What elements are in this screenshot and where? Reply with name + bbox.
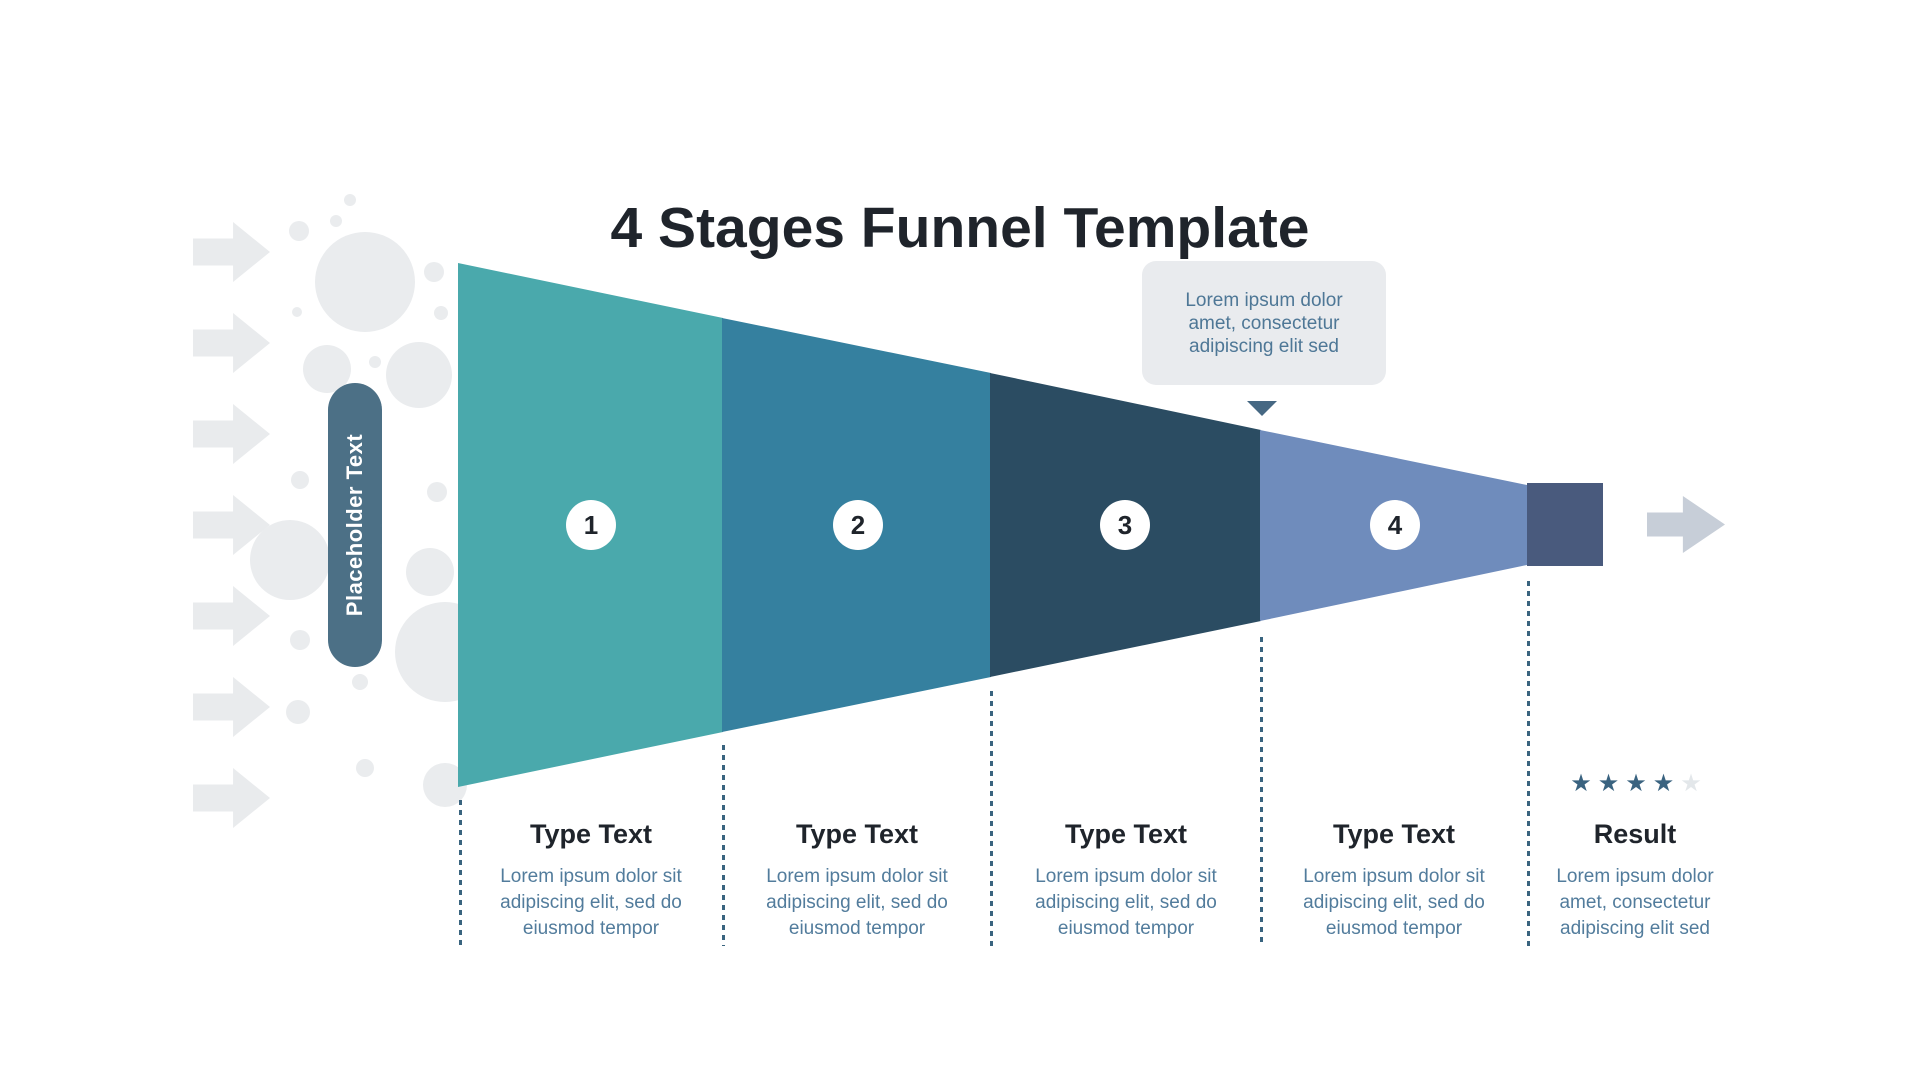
dotted-separator-4 xyxy=(1260,637,1263,946)
decor-circle xyxy=(315,232,415,332)
decor-circle xyxy=(356,759,374,777)
star-filled-icon: ★ xyxy=(1570,770,1592,797)
callout-bubble[interactable]: Lorem ipsum dolor amet, consectetur adip… xyxy=(1142,261,1386,385)
decor-circle xyxy=(427,482,447,502)
stage-number-badge-3[interactable]: 3 xyxy=(1100,500,1150,550)
star-filled-icon: ★ xyxy=(1597,770,1620,797)
callout-text: Lorem ipsum dolor amet, consectetur adip… xyxy=(1185,289,1343,357)
star-filled-icon: ★ xyxy=(1652,770,1675,797)
stage-1-label[interactable]: Type Text xyxy=(529,819,653,849)
star-rating[interactable]: ★★★★★ xyxy=(1556,772,1716,796)
side-label-text: Placeholder Text xyxy=(342,433,367,617)
star-empty-icon: ★ xyxy=(1680,770,1702,797)
decor-circle xyxy=(424,262,444,282)
stage-number-badge-4[interactable]: 4 xyxy=(1370,500,1420,550)
stage-number-4: 4 xyxy=(1387,509,1403,540)
decor-circle xyxy=(434,306,448,320)
stage-column-4: Type Text Lorem ipsum dolor sit adipisci… xyxy=(1274,818,1514,942)
decor-circle xyxy=(286,700,310,724)
stage-number-2: 2 xyxy=(850,509,866,540)
dotted-separator-3 xyxy=(990,691,993,946)
dotted-separator-2 xyxy=(722,745,725,946)
decor-circle xyxy=(289,221,309,241)
stage-number-badge-2[interactable]: 2 xyxy=(833,500,883,550)
funnel-endcap[interactable] xyxy=(1527,483,1603,566)
stage-2-description[interactable]: Lorem ipsum dolor sit adipiscing elit, s… xyxy=(766,866,948,939)
result-column: Result Lorem ipsum dolor amet, consectet… xyxy=(1515,818,1755,942)
decor-circle xyxy=(344,194,356,206)
decor-circle xyxy=(406,548,454,596)
stage-3-description[interactable]: Lorem ipsum dolor sit adipiscing elit, s… xyxy=(1035,866,1217,939)
decor-circle xyxy=(369,356,381,368)
star-filled-icon: ★ xyxy=(1625,770,1647,797)
page-title[interactable]: 4 Stages Funnel Template xyxy=(610,196,1310,261)
stage-column-1: Type Text Lorem ipsum dolor sit adipisci… xyxy=(471,818,711,942)
stage-number-1: 1 xyxy=(583,509,599,540)
stage-4-label[interactable]: Type Text xyxy=(1332,819,1456,849)
dotted-separator-5 xyxy=(1527,581,1530,946)
stage-2-label[interactable]: Type Text xyxy=(795,819,919,849)
decor-circle xyxy=(292,307,302,317)
stage-number-3: 3 xyxy=(1117,509,1133,540)
stage-number-badge-1[interactable]: 1 xyxy=(566,500,616,550)
stage-column-2: Type Text Lorem ipsum dolor sit adipisci… xyxy=(737,818,977,942)
result-label[interactable]: Result xyxy=(1593,819,1677,849)
decor-circle xyxy=(352,674,368,690)
decor-circle xyxy=(330,215,342,227)
stage-column-3: Type Text Lorem ipsum dolor sit adipisci… xyxy=(1006,818,1246,942)
decor-circle xyxy=(290,630,310,650)
dotted-separator-1 xyxy=(459,800,462,946)
stage-3-label[interactable]: Type Text xyxy=(1064,819,1188,849)
side-label-pill[interactable]: Placeholder Text xyxy=(328,383,382,667)
decor-circle xyxy=(291,471,309,489)
decor-circle xyxy=(250,520,330,600)
result-description[interactable]: Lorem ipsum dolor amet, consectetur adip… xyxy=(1556,866,1714,939)
stage-1-description[interactable]: Lorem ipsum dolor sit adipiscing elit, s… xyxy=(500,866,682,939)
callout-pointer-icon xyxy=(1247,401,1277,416)
decor-circle xyxy=(386,342,452,408)
stage-4-description[interactable]: Lorem ipsum dolor sit adipiscing elit, s… xyxy=(1303,866,1485,939)
